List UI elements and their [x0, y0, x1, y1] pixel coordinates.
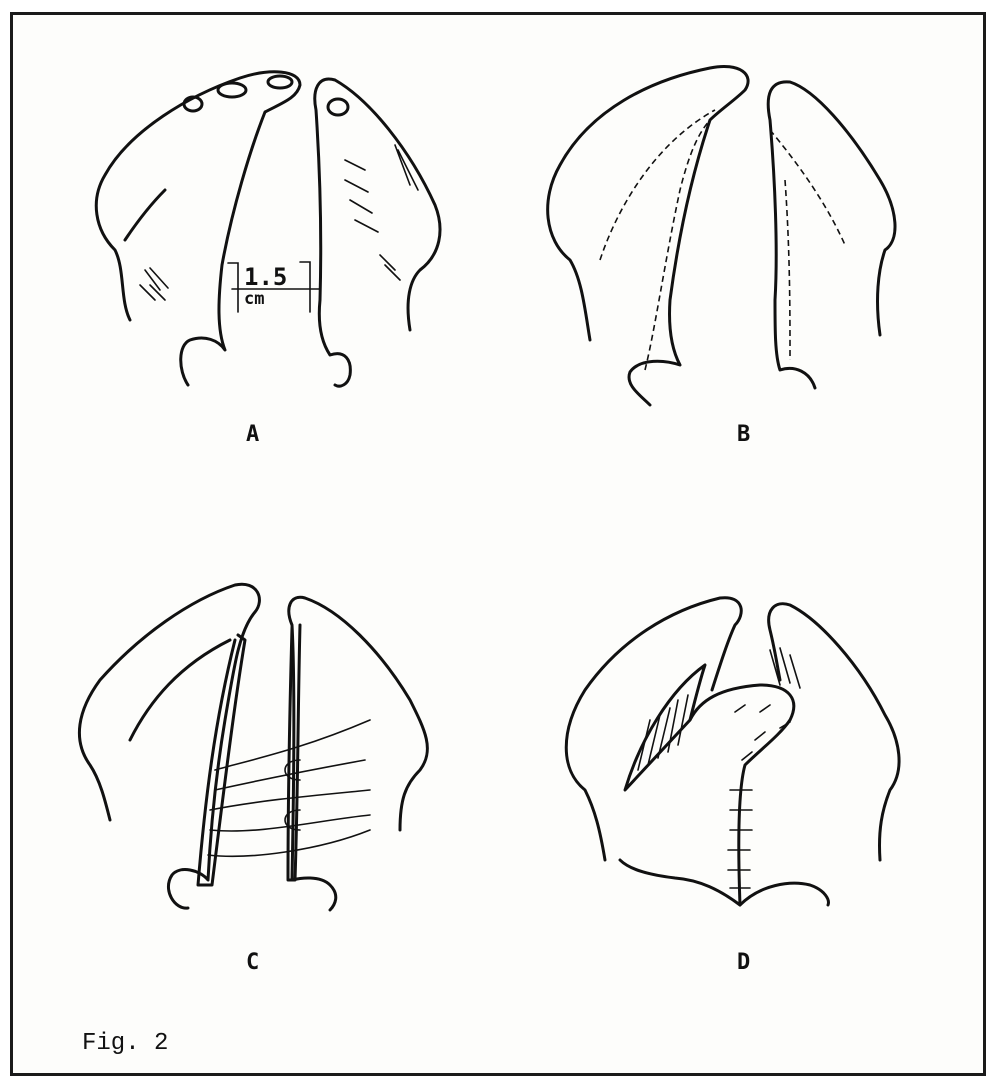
panel-b-drawing — [548, 67, 895, 405]
panel-label-d: D — [737, 950, 750, 975]
panel-d-drawing — [566, 598, 899, 905]
panel-label-b: B — [737, 422, 750, 447]
figure-caption: Fig. 2 — [82, 1030, 168, 1057]
measurement-label: 1.5 cm — [244, 265, 287, 308]
panel-c-drawing — [79, 584, 427, 910]
panel-label-c: C — [246, 950, 259, 975]
measurement-value: 1.5 — [244, 263, 287, 291]
panel-label-a: A — [246, 422, 259, 447]
measurement-unit: cm — [244, 291, 287, 308]
panel-a-drawing — [96, 72, 440, 386]
